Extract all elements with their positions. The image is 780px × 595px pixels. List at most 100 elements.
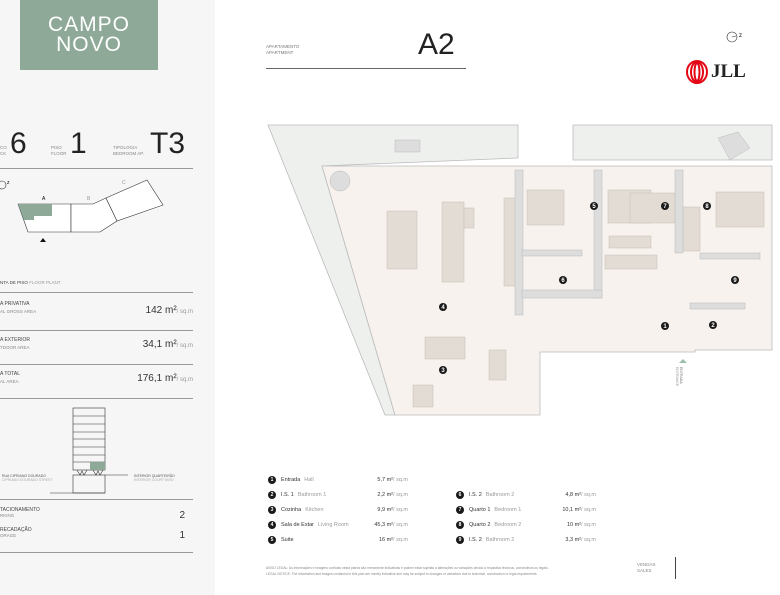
room-name: Quarto 1 — [469, 506, 491, 513]
svg-text:8: 8 — [705, 204, 709, 210]
room-legend-item: 5 Suite 16 m²/ sq.m — [268, 532, 418, 547]
room-number: 5 — [268, 535, 276, 544]
info-panel — [0, 0, 215, 595]
room-marker-3: 3 — [439, 366, 447, 374]
svg-text:z: z — [739, 33, 742, 39]
entrance-label-en: ENTRANCE — [675, 367, 679, 387]
room-name-en: Bathroom 2 — [485, 536, 515, 543]
divider — [675, 557, 676, 579]
svg-text:1: 1 — [663, 324, 667, 330]
divider — [266, 68, 466, 69]
svg-text:z: z — [7, 180, 10, 186]
floor-plan: 1 2 3 4 5 6 7 8 9 ENTRADA ENTRANCE — [267, 124, 773, 416]
entrance-arrow-icon — [40, 238, 46, 242]
room-name-en: Bedroom 1 — [494, 506, 522, 513]
svg-text:3: 3 — [441, 368, 445, 374]
divider — [0, 499, 193, 500]
room-name-en: Bathroom 2 — [485, 491, 515, 498]
divider — [0, 552, 193, 553]
room-area: 5,7 m²/ sq.m — [377, 476, 408, 483]
room-number: 2 — [268, 490, 276, 499]
room-marker-6: 6 — [559, 276, 567, 284]
room-number: 6 — [456, 490, 464, 499]
block-c-label: C — [122, 180, 126, 186]
north-icon: z — [0, 180, 10, 190]
room-name: Entrada — [281, 476, 301, 483]
divider — [0, 168, 193, 169]
room-name: Suite — [281, 536, 294, 543]
room-area: 10 m²/ sq.m — [566, 521, 596, 528]
north-icon: z — [726, 31, 742, 43]
block-a-label: A — [42, 196, 46, 202]
room-marker-8: 8 — [703, 202, 711, 210]
room-name: Quarto 2 — [469, 521, 491, 528]
room-number: 7 — [456, 505, 464, 514]
room-name-en: Bathroom 1 — [297, 491, 327, 498]
apartment-value: A2 — [418, 28, 455, 61]
room-area: 2,2 m²/ sq.m — [377, 491, 408, 498]
room-area: 45,3 m²/ sq.m — [374, 521, 408, 528]
room-name: I.S. 2 — [469, 536, 482, 543]
typology-value: T3 — [150, 127, 186, 160]
room-name: I.S. 1 — [281, 491, 294, 498]
room-number: 8 — [456, 520, 464, 529]
jll-logo: JLL — [685, 60, 746, 84]
jll-mark-icon — [686, 60, 708, 84]
keyplan: z A B C — [0, 179, 164, 242]
room-number: 3 — [268, 505, 276, 514]
room-name-en: Bedroom 2 — [494, 521, 522, 528]
svg-text:9: 9 — [733, 278, 737, 284]
floor-plant-label: NTA DE PISO FLOOR PLANT — [0, 280, 61, 285]
room-number: 4 — [268, 520, 276, 529]
block-value: 6 — [10, 127, 27, 160]
room-name: I.S. 2 — [469, 491, 482, 498]
room-name: Cozinha — [281, 506, 302, 513]
room-number: 1 — [268, 475, 276, 484]
legal-notice: AVISO LEGAL: As informações e imagens co… — [266, 566, 549, 576]
room-marker-7: 7 — [661, 202, 669, 210]
room-name-en: Kitchen — [305, 506, 324, 513]
entrance-label: ENTRADA — [679, 367, 683, 384]
room-marker-1: 1 — [661, 322, 669, 330]
floor-value: 1 — [70, 127, 87, 160]
room-marker-2: 2 — [709, 321, 717, 329]
building-section-diagram — [50, 407, 128, 494]
logo-line1: CAMPO — [47, 13, 130, 36]
room-area: 4,8 m²/ sq.m — [565, 491, 596, 498]
terrace-right — [572, 124, 773, 161]
room-name-en: Living Room — [318, 521, 349, 528]
room-name: Sala de Estar — [281, 521, 315, 528]
svg-text:2: 2 — [711, 323, 715, 329]
logo-line2: NOVO — [56, 33, 122, 56]
room-area: 10,1 m²/ sq.m — [562, 506, 596, 513]
svg-text:7: 7 — [663, 204, 667, 210]
room-area: 9,9 m²/ sq.m — [377, 506, 408, 513]
room-area: 16 m²/ sq.m — [378, 536, 408, 543]
svg-text:6: 6 — [561, 278, 565, 284]
room-marker-4: 4 — [439, 303, 447, 311]
room-name-en: Hall — [304, 476, 314, 483]
room-area: 3,3 m²/ sq.m — [565, 536, 596, 543]
